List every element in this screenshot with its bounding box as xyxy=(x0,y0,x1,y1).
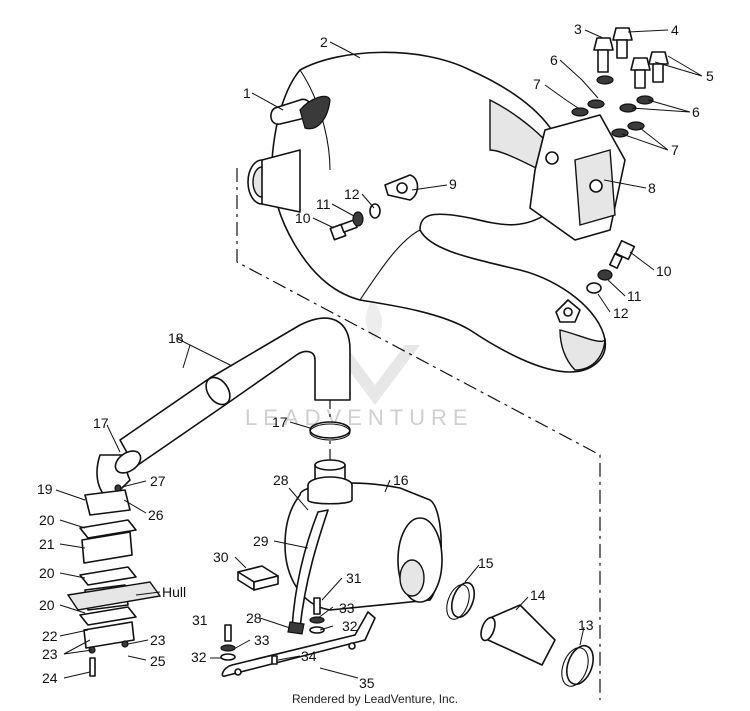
footer-credit: Rendered by LeadVenture, Inc. xyxy=(291,692,459,706)
callout-21: 21 xyxy=(39,536,55,552)
part-8-bracket xyxy=(529,114,626,241)
clamp-17-upper xyxy=(309,421,351,441)
bolt-10-upper xyxy=(329,203,381,241)
callout-31b: 31 xyxy=(192,612,208,628)
part-1-fitting xyxy=(270,95,331,130)
callout-7a: 7 xyxy=(533,76,541,92)
chamber-mount-tab xyxy=(555,299,581,323)
part-14-hose xyxy=(480,604,556,666)
callout-6a: 6 xyxy=(550,52,558,68)
callout-7b: 7 xyxy=(671,142,679,158)
callout-15: 15 xyxy=(478,555,494,571)
callout-5: 5 xyxy=(706,68,714,84)
callout-4: 4 xyxy=(671,22,679,38)
callout-35: 35 xyxy=(359,675,375,691)
watermark-logo xyxy=(330,300,420,405)
callout-32b: 32 xyxy=(191,649,207,665)
callout-10b: 10 xyxy=(656,263,672,279)
callout-28a: 28 xyxy=(273,472,289,488)
callout-28b: 28 xyxy=(246,610,262,626)
callout-12b: 12 xyxy=(613,305,629,321)
callout-34: 34 xyxy=(301,648,317,664)
expansion-chamber xyxy=(247,51,606,373)
part-15-clamp xyxy=(446,581,476,620)
callout-30: 30 xyxy=(213,549,229,565)
callout-19: 19 xyxy=(37,481,53,497)
callout-27: 27 xyxy=(150,473,166,489)
callout-1: 1 xyxy=(243,85,251,101)
callout-11a: 11 xyxy=(316,196,331,212)
callout-9: 9 xyxy=(449,176,457,192)
callout-14: 14 xyxy=(530,587,546,603)
callout-12a: 12 xyxy=(344,186,360,202)
part-13-clamp xyxy=(561,644,594,687)
callout-23a: 23 xyxy=(42,646,58,662)
part-30-pad xyxy=(237,565,279,591)
callout-20a: 20 xyxy=(39,512,55,528)
callout-3: 3 xyxy=(574,21,582,37)
callout-32a: 32 xyxy=(342,618,358,634)
callout-29: 29 xyxy=(253,533,269,549)
leader-lines xyxy=(55,29,703,679)
callout-31a: 31 xyxy=(346,570,362,586)
flange-stack xyxy=(66,484,162,677)
callout-11b: 11 xyxy=(627,288,642,304)
callout-20c: 20 xyxy=(39,597,55,613)
bolt-10-lower xyxy=(586,239,636,294)
callout-33a: 33 xyxy=(339,600,355,616)
callout-17b: 17 xyxy=(272,414,288,430)
callout-20b: 20 xyxy=(39,565,55,581)
callouts: 1 2 3 4 5 6 6 7 7 8 9 10 10 11 11 12 12 … xyxy=(37,21,714,691)
part-35-bracket xyxy=(221,611,376,678)
callout-8: 8 xyxy=(648,180,656,196)
alignment-line-upper xyxy=(236,168,601,700)
callout-2: 2 xyxy=(320,34,328,50)
part-29-strap xyxy=(287,509,329,635)
callout-16: 16 xyxy=(393,472,409,488)
callout-26: 26 xyxy=(148,507,164,523)
callout-10a: 10 xyxy=(295,210,311,226)
callout-hull: Hull xyxy=(162,584,186,600)
callout-6b: 6 xyxy=(692,104,700,120)
callout-13: 13 xyxy=(578,617,594,633)
callout-33b: 33 xyxy=(254,632,270,648)
fasteners-31-34 xyxy=(220,597,325,665)
callout-17a: 17 xyxy=(93,415,109,431)
callout-24: 24 xyxy=(42,670,58,686)
bolt-set-upper xyxy=(571,27,669,138)
callout-22: 22 xyxy=(42,628,58,644)
callout-25: 25 xyxy=(150,653,166,669)
callout-23b: 23 xyxy=(150,632,166,648)
watermark-text: LEADVENTURE xyxy=(245,405,474,430)
clamp-17-lower xyxy=(114,450,142,474)
part-9-clip xyxy=(384,174,419,201)
callout-18: 18 xyxy=(168,330,184,346)
